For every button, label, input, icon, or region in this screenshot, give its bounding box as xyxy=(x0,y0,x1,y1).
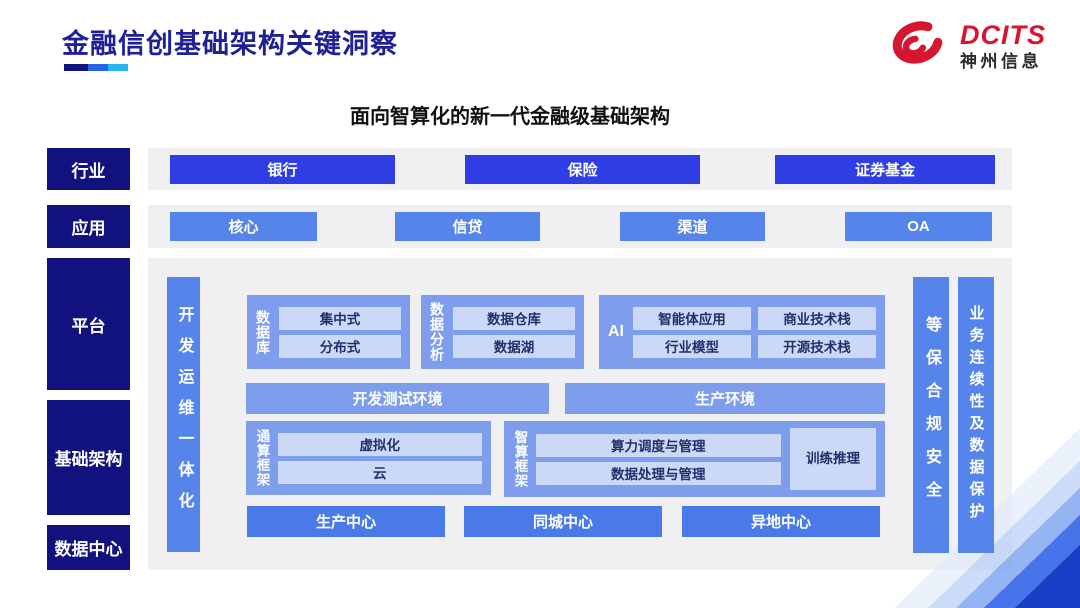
rail-label-application: 应用 xyxy=(47,205,130,248)
rail-label-platform: 平台 xyxy=(47,258,130,390)
dev-test-env-bar: 开发测试环境 xyxy=(246,383,549,414)
data-lake: 数据湖 xyxy=(453,334,575,358)
training-inference: 训练推理 xyxy=(790,428,876,490)
database-group: 数据库 集中式 分布式 xyxy=(247,295,410,369)
rail-label-datacenter: 数据中心 xyxy=(47,525,130,570)
data-processing: 数据处理与管理 xyxy=(535,461,781,485)
app-item-channel: 渠道 xyxy=(620,212,765,241)
compute-scheduling: 算力调度与管理 xyxy=(535,433,781,457)
ai-opensource-stack: 开源技术栈 xyxy=(758,334,876,358)
production-center: 生产中心 xyxy=(247,506,445,537)
db-distributed: 分布式 xyxy=(279,334,401,358)
remote-center: 异地中心 xyxy=(682,506,880,537)
rail-label-infrastructure: 基础架构 xyxy=(47,400,130,515)
logo-company-text: 神州信息 xyxy=(960,51,1042,71)
ai-group-label: AI xyxy=(608,323,624,340)
logo-brand-text: DCITS xyxy=(960,20,1046,51)
general-framework-label: 通算框架 xyxy=(254,429,270,487)
analysis-group: 数据分析 数据仓库 数据湖 xyxy=(421,295,584,369)
industry-item-bank: 银行 xyxy=(170,155,395,184)
ai-framework-group: 智算框架 算力调度与管理 数据处理与管理 训练推理 xyxy=(504,421,885,497)
app-item-credit: 信贷 xyxy=(395,212,540,241)
analysis-group-label: 数据分析 xyxy=(429,302,445,362)
virtualization: 虚拟化 xyxy=(277,432,482,456)
business-continuity-bar: 业务连续性及数据保护 xyxy=(958,277,994,553)
devops-bar: 开发运维一体化 xyxy=(167,277,200,552)
diagram-title: 面向智算化的新一代金融级基础架构 xyxy=(350,106,670,128)
app-item-oa: OA xyxy=(845,212,992,241)
same-city-center: 同城中心 xyxy=(464,506,662,537)
data-warehouse: 数据仓库 xyxy=(453,306,575,330)
ai-group: AI 智能体应用 商业技术栈 行业模型 开源技术栈 xyxy=(599,295,885,369)
ai-framework-label: 智算框架 xyxy=(512,430,528,488)
page-title: 金融信创基础架构关键洞察 xyxy=(62,29,398,59)
title-underline xyxy=(64,64,128,71)
ai-industry-models: 行业模型 xyxy=(633,334,751,358)
industry-item-insurance: 保险 xyxy=(465,155,700,184)
company-logo: DCITS 神州信息 xyxy=(886,18,1046,74)
dcits-logo-icon xyxy=(892,21,943,64)
database-group-label: 数据库 xyxy=(255,309,271,355)
general-framework-group: 通算框架 虚拟化 云 xyxy=(246,421,491,495)
cloud: 云 xyxy=(277,460,482,484)
production-env-bar: 生产环境 xyxy=(565,383,885,414)
db-centralized: 集中式 xyxy=(279,306,401,330)
security-compliance-bar: 等保合规安全 xyxy=(913,277,949,553)
ai-commercial-stack: 商业技术栈 xyxy=(758,306,876,330)
ai-agent-apps: 智能体应用 xyxy=(633,306,751,330)
rail-label-industry: 行业 xyxy=(47,148,130,190)
app-item-core: 核心 xyxy=(170,212,317,241)
industry-item-securities: 证券基金 xyxy=(775,155,995,184)
